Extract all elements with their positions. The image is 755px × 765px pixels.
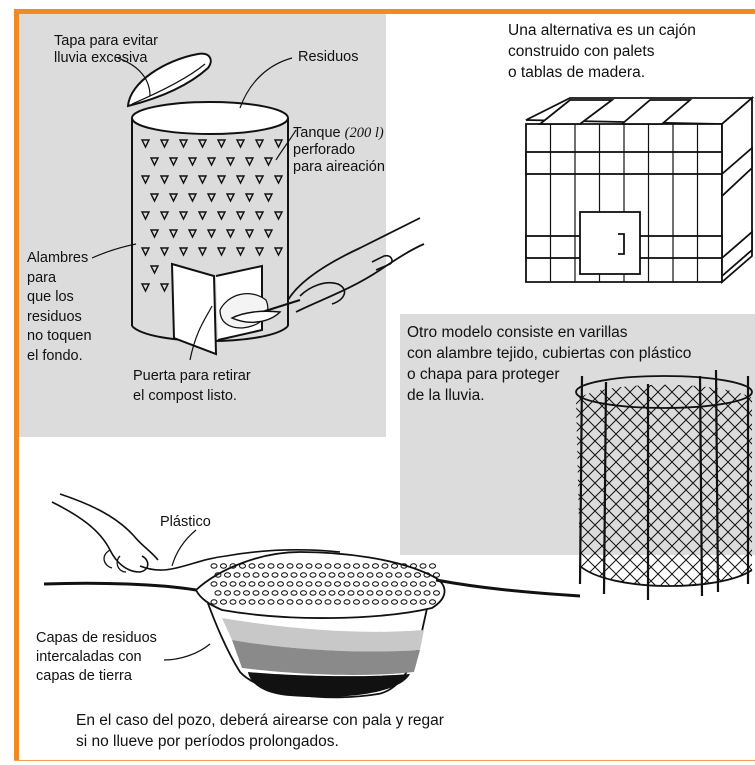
perforation-hole [275,176,282,183]
perforation-hole [208,158,215,165]
tank-capacity: (200 l) [345,125,384,141]
compost-pebble [430,564,436,568]
perforation-hole [265,194,272,201]
perforation-hole [256,248,263,255]
plastic-label: Plástico [160,514,211,531]
waste-label: Residuos [298,49,358,66]
perforation-hole [275,212,282,219]
perforation-hole [275,140,282,147]
perforation-hole [227,230,234,237]
perforation-hole [170,194,177,201]
perforation-hole [189,194,196,201]
crate-door [580,212,640,274]
perforation-hole [151,158,158,165]
layers-label: Capas de residuos intercaladas con capas… [36,629,157,686]
perforation-hole [142,248,149,255]
perforation-hole [199,140,206,147]
perforation-hole [161,212,168,219]
perforation-hole [218,212,225,219]
footer-note: En el caso del pozo, deberá airearse con… [76,710,444,752]
perforation-hole [170,230,177,237]
perforation-hole [265,158,272,165]
perforation-hole [227,194,234,201]
perforation-hole [208,194,215,201]
perforation-hole [256,176,263,183]
perforation-hole [142,284,149,291]
perforation-hole [237,176,244,183]
perforation-hole [246,230,253,237]
wires-label: Alambres para que los residuos no toquen… [27,249,92,366]
perforation-hole [237,212,244,219]
perforation-hole [246,158,253,165]
compost-pebble [221,564,227,568]
perforation-hole [227,158,234,165]
perforation-hole [180,176,187,183]
compost-pebble [211,564,217,568]
tank-label-prefix: Tanque [293,125,345,141]
perforation-hole [170,158,177,165]
perforation-hole [199,248,206,255]
perforation-hole [161,176,168,183]
compost-pebble [420,564,426,568]
perforation-hole [142,212,149,219]
perforation-hole [218,176,225,183]
perforation-hole [189,158,196,165]
perforation-hole [246,194,253,201]
perforation-hole [199,212,206,219]
perforation-hole [161,248,168,255]
mesh-note: Otro modelo consiste en varillas con ala… [407,322,691,406]
perforation-hole [151,194,158,201]
compost-pebble [434,573,440,577]
perforation-hole [142,140,149,147]
perforation-hole [218,248,225,255]
tank-label-suffix: perforado para aireación [293,142,385,175]
perforation-hole [218,140,225,147]
perforation-hole [208,230,215,237]
perforation-hole [237,248,244,255]
perforation-hole [151,230,158,237]
perforation-hole [189,230,196,237]
lid-label: Tapa para evitar lluvia excesiva [54,33,158,67]
perforation-hole [161,140,168,147]
perforation-hole [180,140,187,147]
perforation-hole [237,140,244,147]
perforation-hole [142,176,149,183]
perforation-hole [180,212,187,219]
crate-note: Una alternativa es un cajón construido c… [508,20,696,83]
perforation-hole [161,284,168,291]
perforation-hole [199,176,206,183]
door-label: Puerta para retirar el compost listo. [133,366,251,406]
perforated-tank-illustration [92,54,424,360]
perforation-hole [275,248,282,255]
perforation-hole [256,212,263,219]
perforation-hole [151,266,158,273]
perforation-hole [180,248,187,255]
tank-label: Tanque (200 l) perforado para aireación [293,125,385,176]
perforation-hole [256,140,263,147]
perforation-hole [265,230,272,237]
